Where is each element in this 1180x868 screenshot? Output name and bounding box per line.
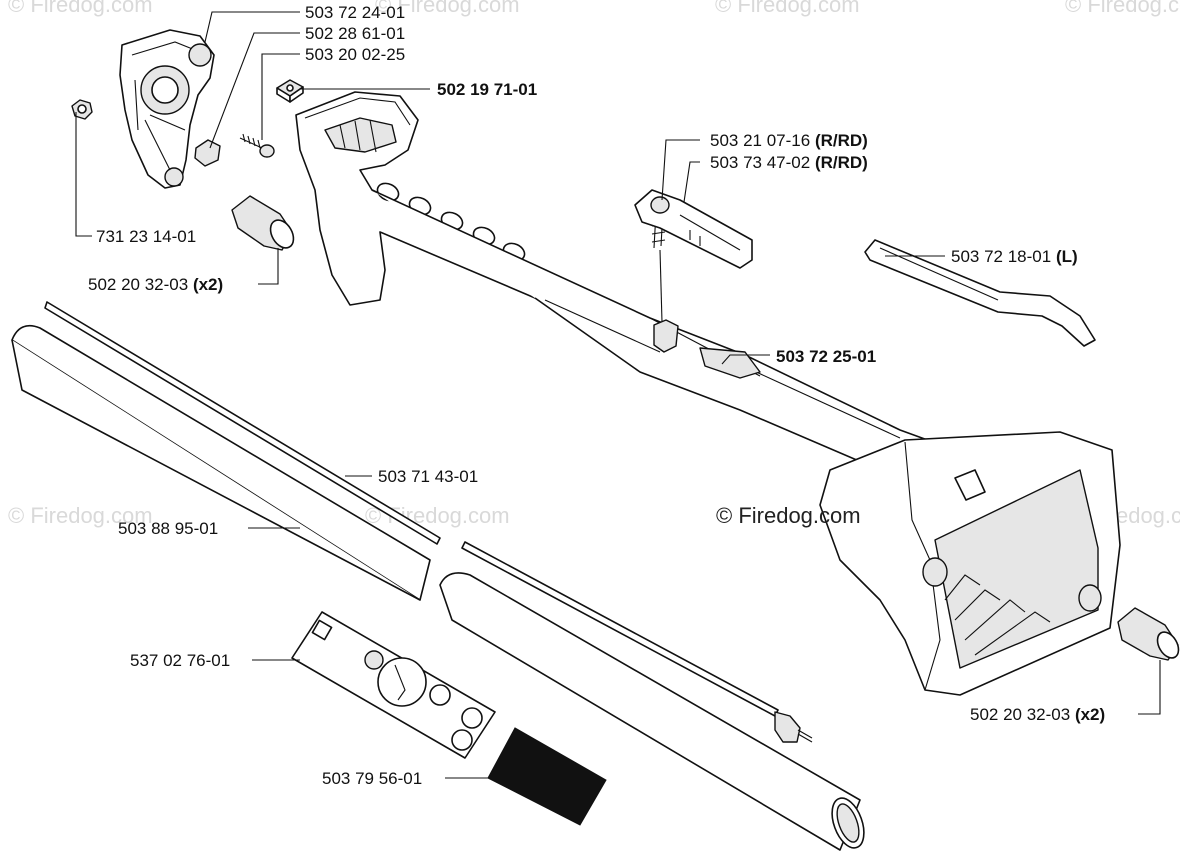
leader-lines [75,11,1161,779]
black-decal-part [487,727,607,826]
end-cap-right-part [1117,607,1180,661]
part-label-503-73-47-02: 503 73 47-02 (R/RD) [710,153,868,172]
watermark-mid-left: © Firedog.com [8,503,153,528]
watermark-main: © Firedog.com [716,503,861,528]
part-label-503-72-18-01: 503 72 18-01 (L) [951,247,1078,266]
lockout-lever-part [864,239,1096,347]
part-label-502-19-71-01: 502 19 71-01 [437,80,537,99]
part-label-503-20-02-25: 503 20 02-25 [305,45,405,64]
square-nut-part [276,79,304,103]
part-label-503-72-25-01: 503 72 25-01 [776,347,876,366]
watermark-top-far-right: © Firedog.com [1065,0,1180,17]
part-label-503-21-07-16: 503 21 07-16 (R/RD) [710,131,868,150]
handle-bracket-part [119,29,215,189]
part-label-502-20-32-03-right: 502 20 32-03 (x2) [970,705,1105,724]
end-cap-left-part [231,195,295,251]
drive-shaft-part [44,301,813,743]
part-label-503-88-95-01: 503 88 95-01 [118,519,218,538]
watermark-top-center: © Firedog.com [375,0,520,17]
part-label-537-02-76-01: 537 02 76-01 [130,651,230,670]
part-label-503-79-56-01: 503 79 56-01 [322,769,422,788]
part-label-503-71-43-01: 503 71 43-01 [378,467,478,486]
tube-part [11,324,865,851]
screw-part [239,133,275,158]
part-label-731-23-14-01: 731 23 14-01 [96,227,196,246]
trigger-nut-part [653,319,679,353]
part-label-502-28-61-01: 502 28 61-01 [305,24,405,43]
trigger-lever-part [634,189,753,269]
hex-nut-part [71,99,93,120]
part-label-503-72-24-01: 503 72 24-01 [305,3,405,22]
watermark-top-right: © Firedog.com [715,0,860,17]
warning-decal-part [291,611,496,759]
main-housing-part [295,91,1121,696]
clip-part [194,139,221,167]
watermark-top-left: © Firedog.com [8,0,153,17]
part-label-502-20-32-03-left: 502 20 32-03 (x2) [88,275,223,294]
